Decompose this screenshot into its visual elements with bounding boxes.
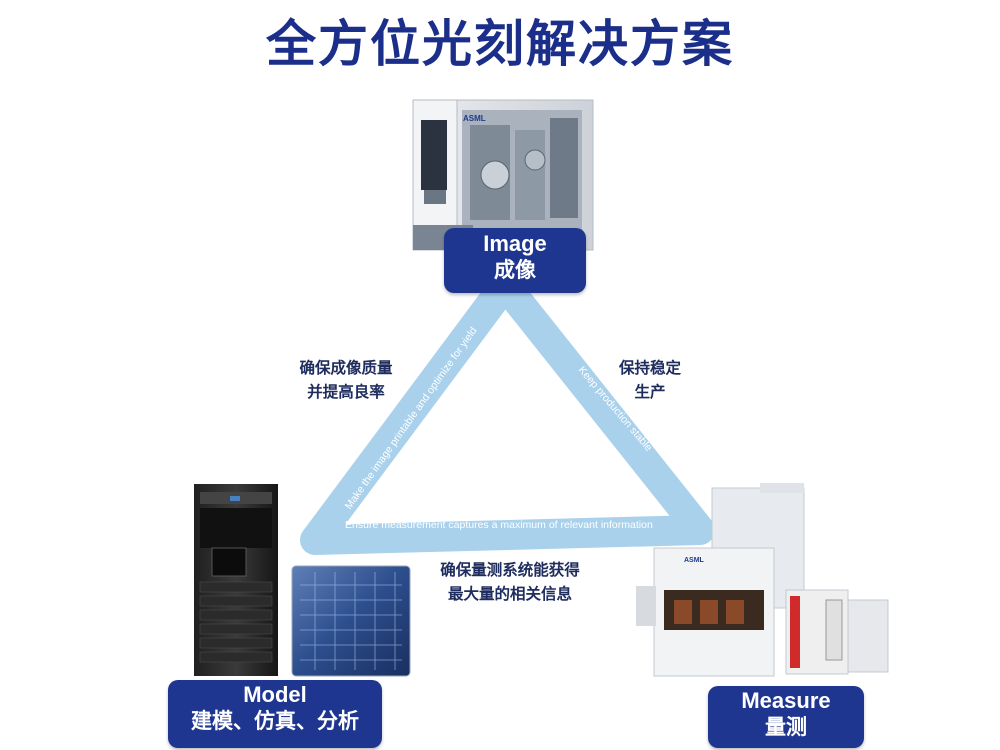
edge-bottom-zh-line2: 最大量的相关信息 [447, 585, 572, 603]
page-title: 全方位光刻解决方案 [266, 15, 734, 73]
image-machine-logo: ASML [463, 114, 486, 123]
node-model-badge: Model 建模、仿真、分析 [168, 680, 382, 748]
node-measure-en: Measure [741, 688, 831, 713]
cycle-triangle [300, 270, 715, 555]
edge-right-zh-line2: 生产 [634, 383, 666, 401]
edge-left-zh-line1: 确保成像质量 [299, 359, 393, 377]
edge-right-zh: 保持稳定 生产 [608, 356, 692, 404]
node-model-en: Model [243, 682, 307, 707]
edge-bottom-zh-line1: 确保量测系统能获得 [440, 561, 580, 579]
edge-right-zh-line1: 保持稳定 [618, 359, 681, 377]
image-machine-illustration: ASML [412, 99, 594, 251]
measure-machine-logo: ASML [684, 557, 705, 564]
node-image-zh: 成像 [494, 258, 536, 282]
node-image-en: Image [483, 231, 547, 256]
server-rack-illustration [194, 484, 278, 676]
node-measure-zh: 量测 [765, 715, 807, 739]
edge-left-en: Make the image printable and optimize fo… [343, 325, 480, 512]
edge-left-zh-line2: 并提高良率 [307, 383, 385, 401]
node-measure-badge: Measure 量测 [708, 686, 864, 748]
chip-panel-illustration [291, 565, 411, 677]
edge-bottom-zh: 确保量测系统能获得 最大量的相关信息 [420, 558, 600, 606]
measure-machine-illustration: ASML [636, 483, 889, 677]
node-image-badge: Image 成像 [444, 228, 586, 293]
edge-bottom-en: Ensure measurement captures a maximum of… [345, 519, 653, 531]
node-model-zh: 建模、仿真、分析 [191, 709, 359, 733]
edge-left-zh: 确保成像质量 并提高良率 [286, 356, 406, 404]
